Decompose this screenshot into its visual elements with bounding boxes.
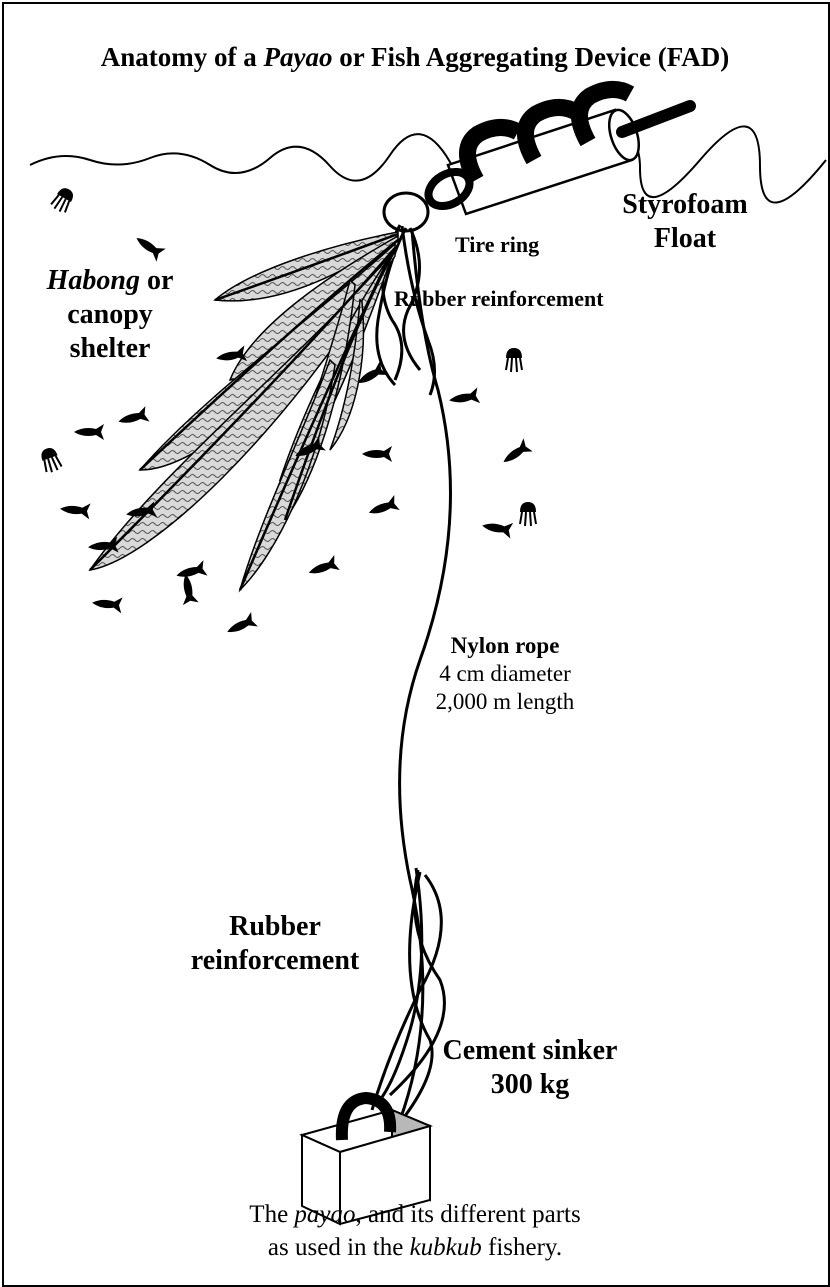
jellyfish-icon (39, 446, 62, 474)
tire-ring-label: Tire ring (455, 232, 539, 258)
habong-label: Habong or canopy shelter (20, 264, 200, 366)
fish-icon (116, 406, 149, 429)
lower-rubber-label: Rubber reinforcement (175, 910, 375, 978)
fish-icon (366, 495, 400, 520)
jellyfish-icon (506, 348, 522, 372)
fish-icon (362, 446, 392, 462)
fish-icon (306, 555, 340, 580)
fish-icon (74, 424, 104, 440)
styrofoam-float-label: Styrofoam Float (595, 188, 775, 256)
jellyfish-icon (520, 502, 536, 526)
fish-icon (132, 231, 166, 261)
attachment-ring (384, 193, 428, 231)
fish-icon (174, 560, 207, 583)
fish-icon (59, 501, 90, 520)
cement-sinker-label: Cement sinker 300 kg (430, 1034, 630, 1102)
diagram-caption: The payao, and its different parts as us… (0, 1198, 830, 1264)
fish-icon (91, 595, 122, 614)
upper-rubber-label: Rubber reinforcement (394, 286, 604, 312)
jellyfish-icon (50, 185, 76, 214)
fish-icon (178, 573, 199, 605)
diagram-title: Anatomy of a Payao or Fish Aggregating D… (0, 42, 830, 73)
fish-icon (499, 438, 533, 468)
nylon-rope-label: Nylon rope 4 cm diameter 2,000 m length (400, 632, 610, 718)
fish-icon (448, 387, 480, 408)
fish-icon (481, 518, 513, 539)
fish-icon (224, 612, 258, 639)
